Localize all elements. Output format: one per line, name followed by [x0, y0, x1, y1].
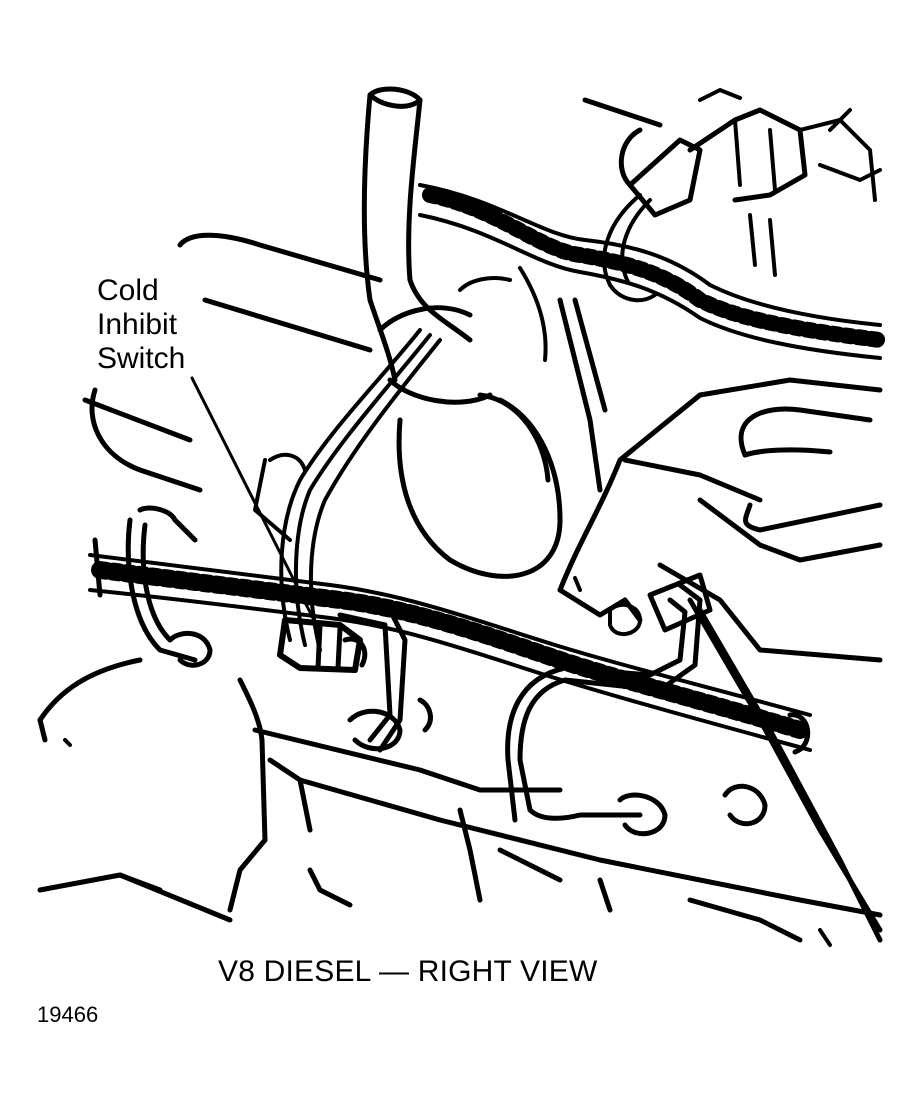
- callout-line-2: Inhibit: [97, 308, 178, 341]
- figure-caption: V8 DIESEL — RIGHT VIEW: [218, 955, 598, 988]
- wiring-harness-upper: [418, 183, 888, 362]
- lower-engine-body: [37, 657, 883, 947]
- vertical-tube: [361, 86, 493, 405]
- electrical-connector: [582, 88, 882, 303]
- figure-number: 19466: [37, 1002, 99, 1027]
- wiring-harness-lower: [88, 537, 812, 755]
- fuel-line-loop: [505, 572, 883, 943]
- callout-leader-line: [190, 376, 320, 630]
- callout-line-3: Switch: [97, 342, 186, 375]
- cold-inhibit-switch-label: Cold Inhibit Switch: [97, 274, 185, 376]
- fuel-line-bracket: [125, 505, 433, 753]
- callout-line-1: Cold: [97, 274, 159, 307]
- engine-block: [82, 232, 883, 663]
- cold-inhibit-switch: [277, 617, 368, 673]
